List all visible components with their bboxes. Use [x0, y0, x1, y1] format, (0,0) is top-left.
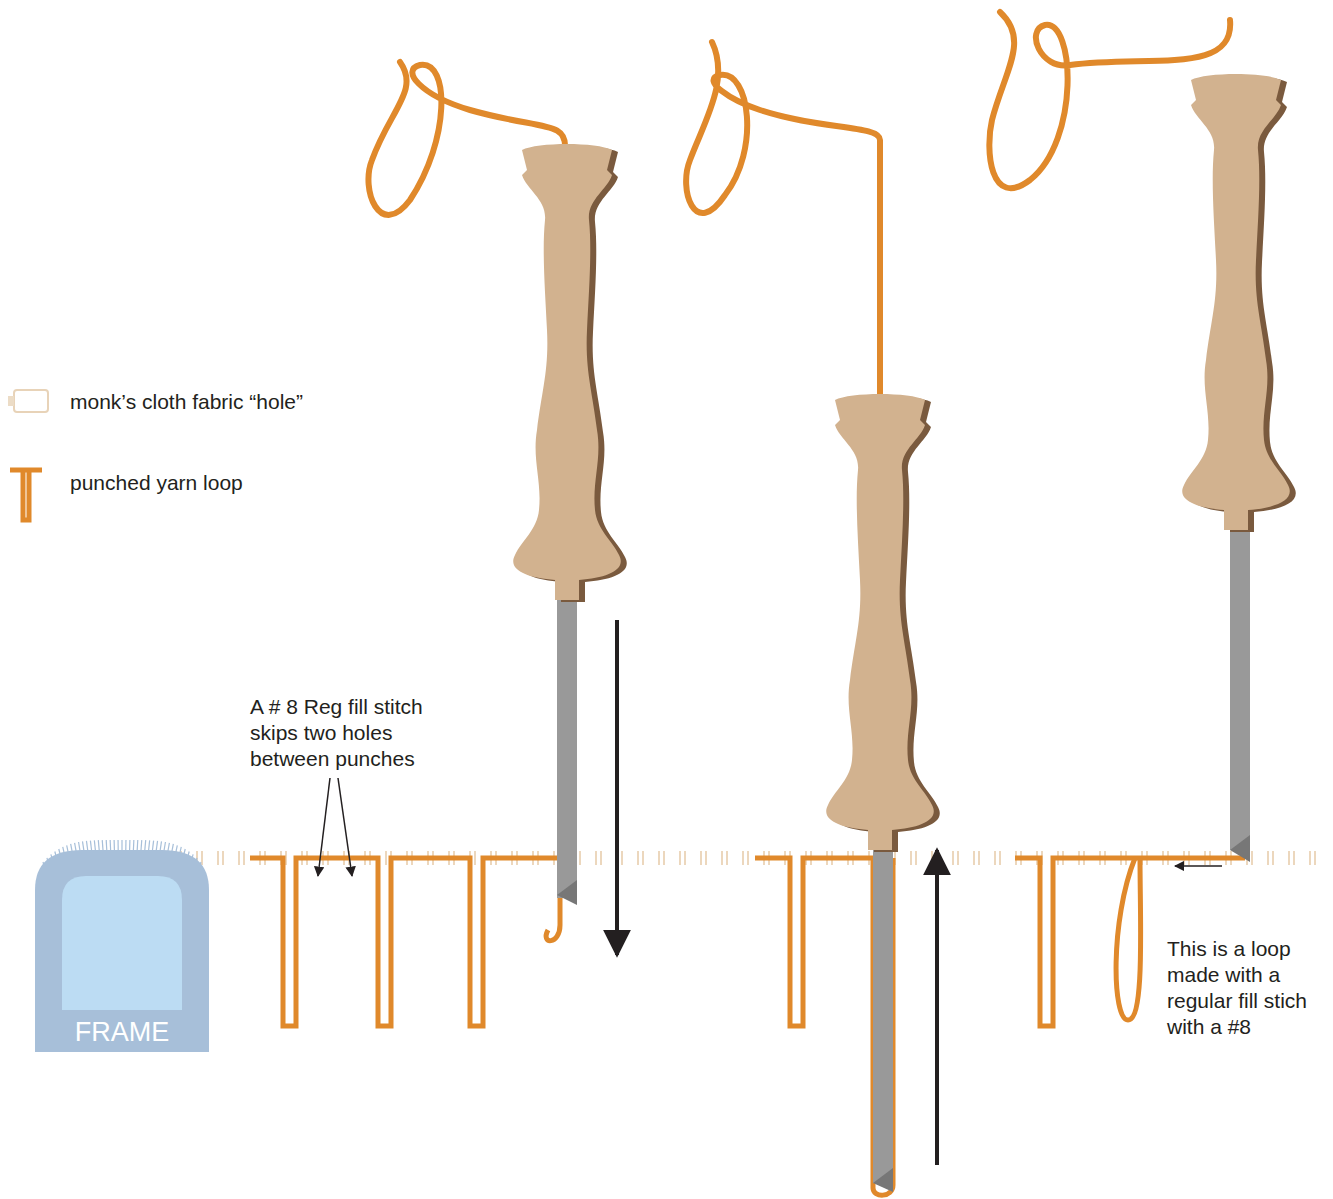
punch-needle [826, 394, 940, 1192]
frame-label: FRAME [32, 1016, 212, 1048]
leader-line [338, 778, 352, 876]
hole-sample [14, 390, 48, 412]
motion-arrow [935, 850, 939, 1165]
loop-sample [10, 470, 42, 520]
yarn-strand [368, 12, 1230, 395]
yarn-loops [250, 858, 1245, 1195]
punch-needle [1182, 74, 1296, 862]
annotation: A # 8 Reg fill stitch skips two holes be… [250, 694, 455, 772]
leader-line [318, 778, 330, 876]
motion-arrow [615, 620, 619, 955]
legend-text: punched yarn loop [70, 470, 243, 496]
annotation: This is a loop made with a regular fill … [1167, 936, 1319, 1040]
legend-text: monk’s cloth fabric “hole” [70, 389, 303, 415]
hole-sample [8, 396, 14, 406]
punch-needle [513, 144, 627, 905]
leader-line [1175, 865, 1222, 867]
frame-shape: FRAME [32, 838, 212, 1052]
